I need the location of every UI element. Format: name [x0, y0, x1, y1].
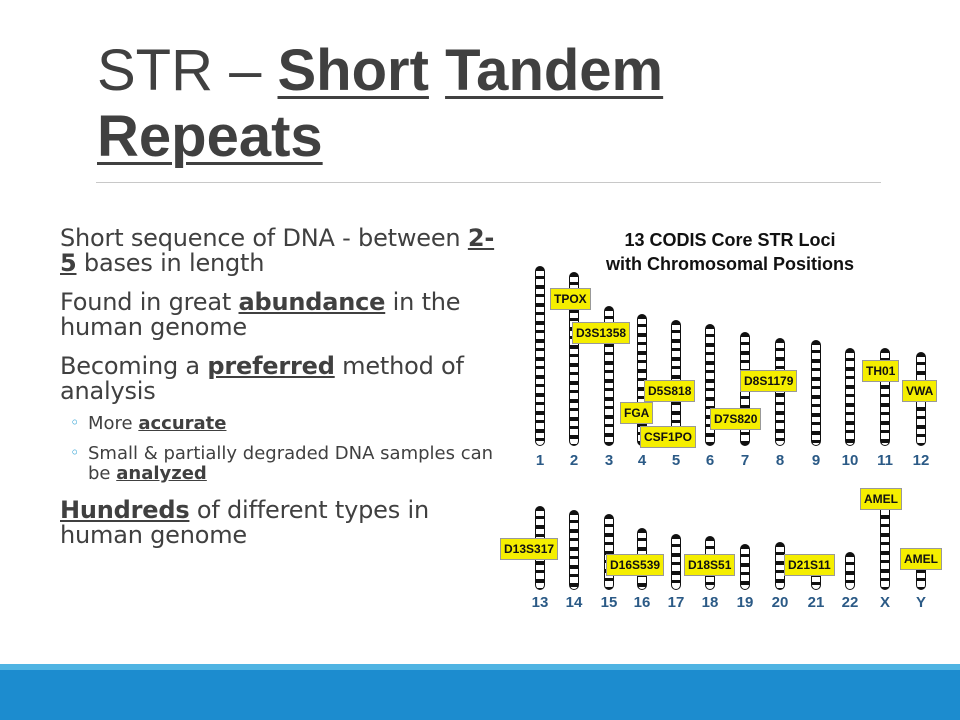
locus-label-d3s1358: D3S1358 — [572, 322, 631, 344]
chromosome-11 — [880, 348, 890, 446]
chromosome-number: 4 — [637, 452, 647, 469]
chromosome-1 — [535, 266, 545, 446]
footer-accent-bar — [0, 664, 960, 720]
figure-title-line-2: with Chromosomal Positions — [605, 254, 855, 274]
locus-label-amel-x: AMEL — [860, 488, 902, 510]
chromosome-number: X — [879, 594, 890, 611]
codis-karyotype-figure: 13 CODIS Core STR Loci with Chromosomal P… — [500, 224, 960, 614]
locus-label-d8s1179: D8S1179 — [740, 370, 798, 392]
figure-title: 13 CODIS Core STR Loci with Chromosomal P… — [500, 228, 960, 276]
locus-label-tpox: TPOX — [550, 288, 591, 310]
chromosome-number: 16 — [633, 594, 651, 611]
locus-label-d18s51: D18S51 — [684, 554, 736, 576]
chromosome-6 — [705, 324, 715, 446]
chromosome-number: 14 — [565, 594, 583, 611]
bullet-2-text-a: Found in great — [60, 288, 239, 316]
bullet-4-emphasis: Hundreds — [60, 496, 190, 524]
sub-bullet-marker-icon: ◦ — [70, 443, 80, 462]
chromosome-number: 6 — [705, 452, 715, 469]
chromosome-number: 7 — [740, 452, 750, 469]
chromosome-3 — [604, 306, 614, 446]
chromosome-number: 1 — [535, 452, 545, 469]
bullet-4: Hundreds of different types in human gen… — [60, 498, 500, 548]
sub-bullet-1-text-a: More — [88, 413, 139, 434]
locus-label-amel-y: AMEL — [900, 548, 942, 570]
bullet-1-text-b: bases in length — [76, 249, 265, 277]
chromosome-number: 12 — [912, 452, 930, 469]
bullet-3-text-b: method of analysis — [60, 352, 464, 405]
chromosome-17 — [671, 534, 681, 590]
bullet-3: Becoming a preferred method of analysis — [60, 354, 500, 404]
locus-label-vwa: VWA — [902, 380, 938, 402]
sub-bullet-2: ◦ Small & partially degraded DNA samples … — [60, 443, 500, 484]
sub-bullet-2-text-a: Small & partially degraded DNA samples c… — [88, 443, 494, 484]
locus-label-d16s539: D16S539 — [606, 554, 665, 576]
bullet-1-text-a: Short sequence of DNA - between — [60, 224, 468, 252]
chromosome-number: 3 — [604, 452, 614, 469]
chromosome-number: 15 — [600, 594, 618, 611]
chromosome-9 — [811, 340, 821, 446]
title-prefix: STR – — [97, 38, 278, 103]
chromosome-number: 10 — [841, 452, 859, 469]
sub-bullet-1: ◦ More accurate — [60, 413, 500, 434]
chromosome-number: 21 — [807, 594, 825, 611]
locus-label-csf1po: CSF1PO — [640, 426, 697, 448]
locus-label-fga: FGA — [620, 402, 654, 424]
locus-label-d21s11: D21S11 — [784, 554, 835, 576]
bullet-4-text-b: of different types in human genome — [60, 496, 429, 549]
chromosome-number: 17 — [667, 594, 685, 611]
chromosome-x — [880, 496, 890, 590]
title-divider — [96, 182, 881, 183]
locus-label-d7s820: D7S820 — [710, 408, 762, 430]
chromosome-number: 11 — [877, 452, 893, 469]
chromosome-14 — [569, 510, 579, 590]
chromosome-19 — [740, 544, 750, 590]
bullet-list: Short sequence of DNA - between 2-5 base… — [60, 226, 500, 562]
title-word-short: Short — [277, 38, 429, 103]
chromosome-22 — [845, 552, 855, 590]
bullet-2-text-b: in the human genome — [60, 288, 461, 341]
chromosome-number: 22 — [841, 594, 859, 611]
chromosome-number: 9 — [811, 452, 821, 469]
bullet-3-text-a: Becoming a — [60, 352, 208, 380]
chromosome-10 — [845, 348, 855, 446]
chromosome-number: 5 — [671, 452, 681, 469]
sub-bullet-2-emphasis: analyzed — [116, 463, 207, 484]
chromosome-number: Y — [915, 594, 926, 611]
title-word-tandem: Tandem — [445, 38, 664, 103]
bullet-2-emphasis: abundance — [238, 288, 386, 316]
bullet-1: Short sequence of DNA - between 2-5 base… — [60, 226, 500, 276]
chromosome-8 — [775, 338, 785, 446]
locus-label-d5s818: D5S818 — [644, 380, 696, 402]
title-word-repeats: Repeats — [97, 104, 323, 169]
chromosome-number: 20 — [771, 594, 789, 611]
chromosome-number: 18 — [701, 594, 719, 611]
chromosome-number: 2 — [569, 452, 579, 469]
sub-bullet-1-emphasis: accurate — [138, 413, 227, 434]
chromosome-number: 19 — [736, 594, 754, 611]
locus-label-th01: TH01 — [862, 360, 900, 382]
bullet-2: Found in great abundance in the human ge… — [60, 290, 500, 340]
chromosome-number: 13 — [531, 594, 549, 611]
chromosome-15 — [604, 514, 614, 590]
chromosome-2 — [569, 272, 579, 446]
bullet-3-emphasis: preferred — [207, 352, 335, 380]
figure-title-line-1: 13 CODIS Core STR Loci — [624, 230, 836, 250]
slide-title: STR – Short Tandem Repeats — [97, 38, 897, 170]
sub-bullet-marker-icon: ◦ — [70, 413, 80, 432]
chromosome-number: 8 — [775, 452, 785, 469]
bullet-1-emphasis: 2-5 — [60, 224, 495, 277]
locus-label-d13s317: D13S317 — [500, 538, 559, 560]
